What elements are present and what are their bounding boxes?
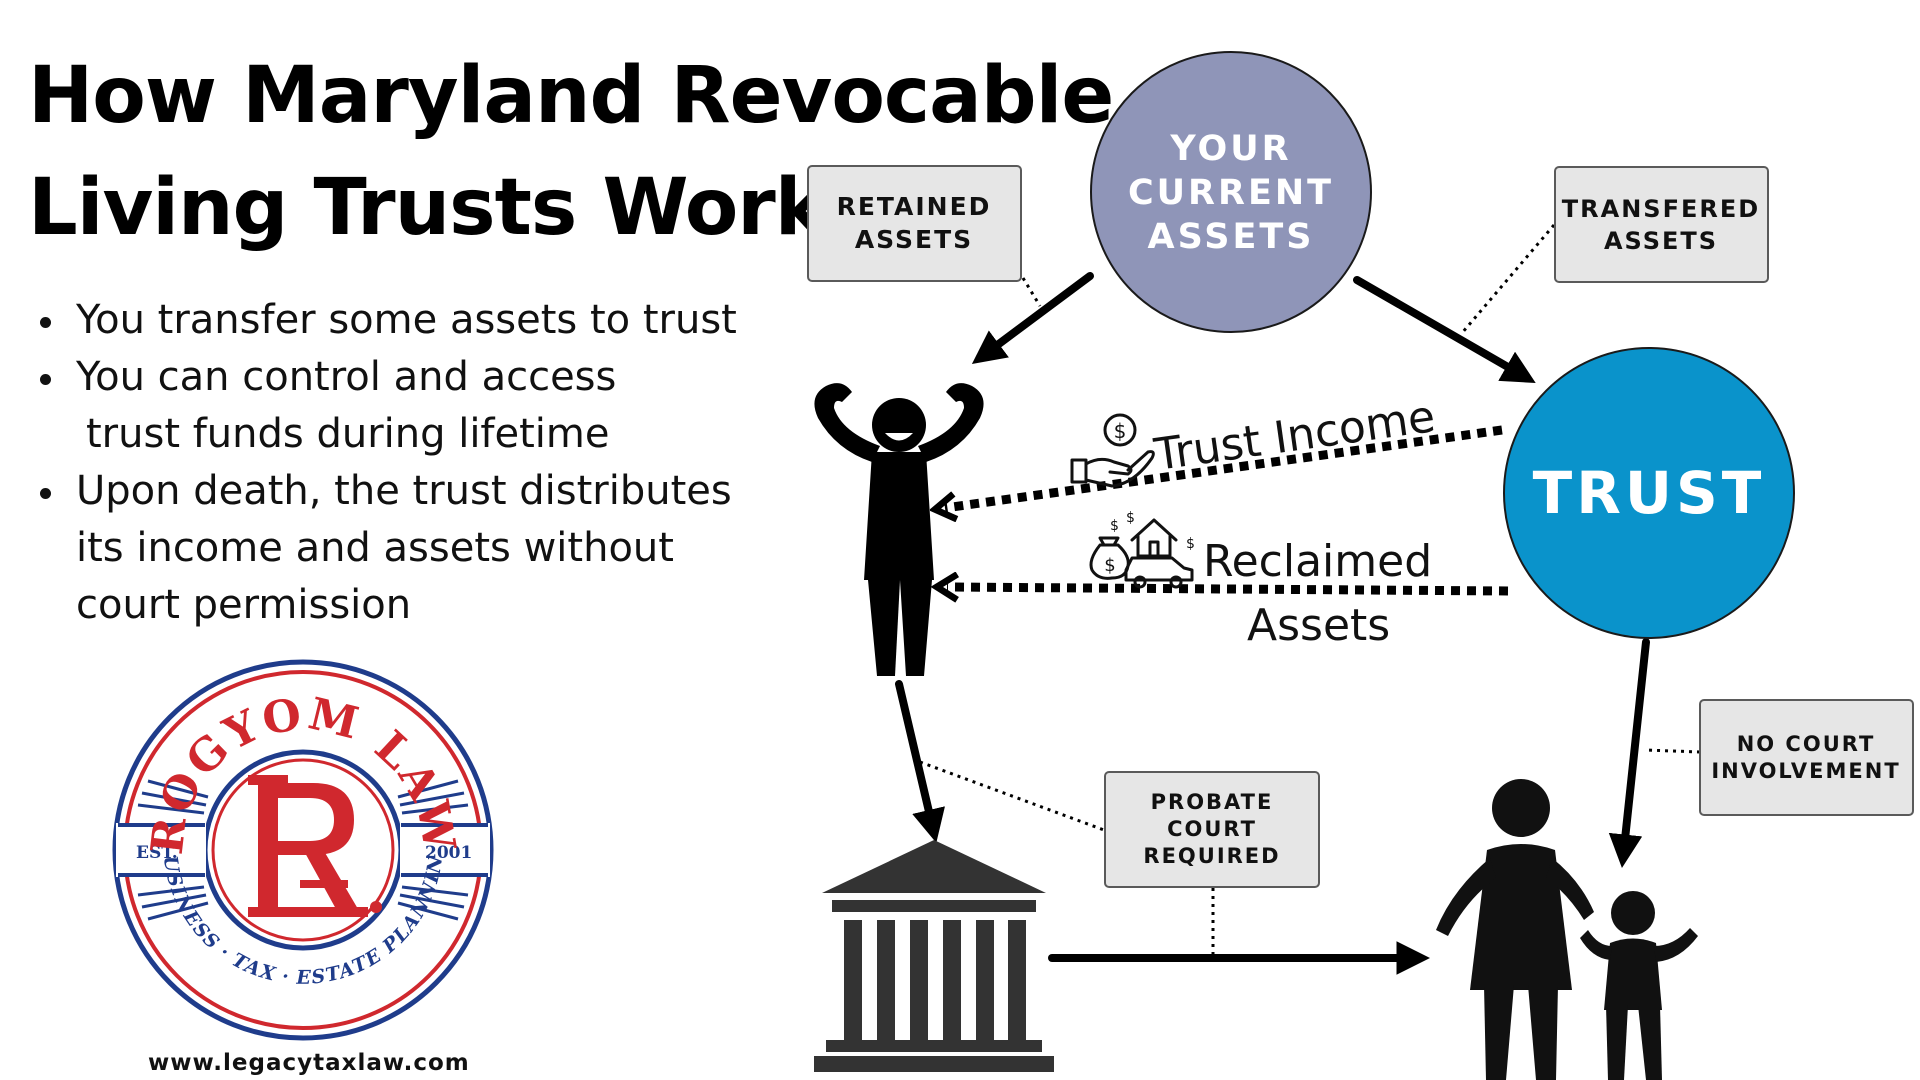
title-line-1: How Maryland Revocable <box>28 51 1114 141</box>
bullet-text: You can control and access <box>76 354 617 400</box>
svg-text:$: $ <box>1126 510 1135 526</box>
retained-assets-label: ASSETS <box>855 225 973 254</box>
website-url: www.legacytaxlaw.com <box>148 1050 470 1076</box>
probate-court-box: PROBATE COURT REQUIRED <box>1104 771 1320 888</box>
logo-year: 2001 <box>425 843 472 863</box>
trust-label: TRUST <box>1533 459 1766 527</box>
bullet-text: You transfer some assets to trust <box>76 297 737 343</box>
transferred-assets-box: TRANSFERED ASSETS <box>1554 166 1769 283</box>
title-line-2: Living Trusts Work <box>28 163 827 253</box>
courthouse-icon <box>814 840 1054 1072</box>
current-assets-label: ASSETS <box>1148 217 1315 257</box>
bullet-text: court permission <box>76 582 412 628</box>
bullet-list: You transfer some assets to trust You ca… <box>36 292 737 634</box>
bullet-text: its income and assets without <box>76 525 674 571</box>
probate-court-label: REQUIRED <box>1143 844 1280 868</box>
page-title: How Maryland Revocable Living Trusts Wor… <box>28 40 1114 264</box>
transferred-assets-label: ASSETS <box>1604 227 1718 255</box>
bullet-item: You transfer some assets to trust <box>36 292 737 349</box>
person-celebrating-icon <box>814 383 984 676</box>
money-hand-icon: $ <box>1070 413 1155 488</box>
no-court-box: NO COURT INVOLVEMENT <box>1699 699 1914 816</box>
probate-court-label: PROBATE <box>1151 790 1274 814</box>
no-court-label: INVOLVEMENT <box>1711 759 1900 783</box>
svg-text:$: $ <box>1186 536 1195 552</box>
probate-court-label: COURT <box>1167 817 1257 841</box>
retained-assets-label: RETAINED <box>837 192 992 221</box>
bullet-text: Upon death, the trust distributes <box>76 468 732 514</box>
arrow-trust-income <box>945 425 1503 508</box>
transferred-assets-label: TRANSFERED <box>1562 195 1760 223</box>
current-assets-label: YOUR <box>1169 129 1291 169</box>
connector-leaders <box>919 224 1701 955</box>
arrow-to-retained <box>971 272 1094 365</box>
svg-text:$: $ <box>1114 419 1127 443</box>
retained-assets-box: RETAINED ASSETS <box>807 165 1022 282</box>
arrow-to-court <box>895 680 945 843</box>
logo-monogram <box>248 775 382 917</box>
svg-text:$: $ <box>1104 555 1115 576</box>
logo-est-label: EST. <box>136 843 178 863</box>
trust-node: TRUST <box>1503 347 1795 639</box>
arrow-to-trust <box>1353 276 1536 384</box>
current-assets-node: YOUR CURRENT ASSETS <box>1090 51 1372 333</box>
bullet-text: trust funds during lifetime <box>86 411 610 457</box>
money-house-car-icon: $ $ $ $ <box>1089 510 1195 589</box>
current-assets-label: CURRENT <box>1128 173 1334 213</box>
svg-text:$: $ <box>1110 518 1119 534</box>
reclaimed-assets-label: Reclaimed <box>1203 536 1432 587</box>
firm-logo: EST. 2001 ROGYOM LAW BUSINESS · TAX · ES… <box>108 655 494 1041</box>
arrow-reclaimed-assets <box>947 587 1509 591</box>
reclaimed-assets-label: Assets <box>1247 600 1390 651</box>
bullet-item: Upon death, the trust distributes its in… <box>36 463 737 634</box>
no-court-label: NO COURT <box>1737 732 1876 756</box>
arrow-to-family <box>1608 638 1650 869</box>
trust-income-label: Trust Income <box>1150 391 1438 481</box>
family-icon <box>1436 779 1698 1080</box>
bullet-item: You can control and access trust funds d… <box>36 349 737 463</box>
